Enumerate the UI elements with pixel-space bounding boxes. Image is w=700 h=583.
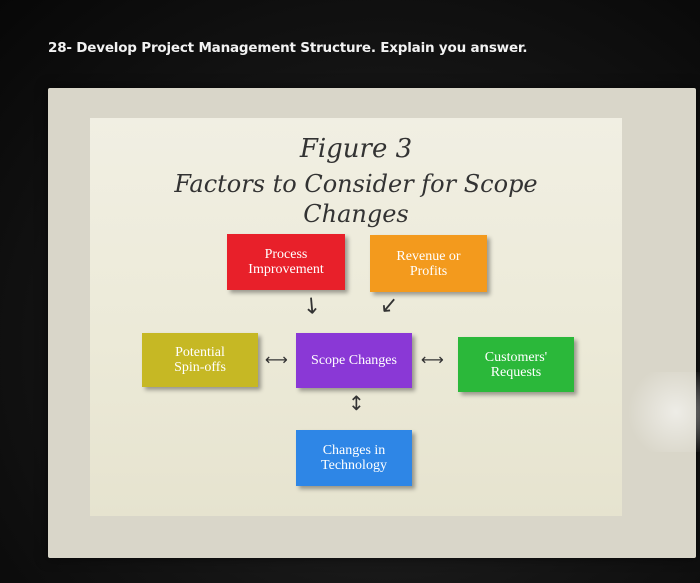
box-revenue-profits: Revenue or Profits [370,235,487,292]
figure-number: Figure 3 [299,134,413,164]
figure-title-line-2: Changes [303,200,409,228]
box-potential-spinoffs: Potential Spin-offs [142,333,258,387]
arrow-scope-technology: ↕ [348,391,365,415]
box-revenue-profits-label: Revenue or Profits [396,248,461,279]
box-process-improvement: Process Improvement [227,234,345,290]
arrow-potential-scope: ⟷ [265,350,288,369]
box-changes-technology: Changes in Technology [296,430,412,486]
box-customers-requests-label: Customers' Requests [484,349,548,380]
box-customers-requests: Customers' Requests [458,337,574,392]
box-potential-spinoffs-label: Potential Spin-offs [174,345,226,375]
arrow-scope-customers: ⟷ [421,350,444,369]
box-scope-changes-label: Scope Changes [311,353,397,368]
figure-title-line-1: Factors to Consider for Scope [174,170,538,198]
box-process-improvement-label: Process Improvement [248,247,324,277]
box-scope-changes: Scope Changes [296,333,412,388]
box-changes-technology-label: Changes in Technology [321,443,387,473]
arrow-revenue-to-scope: ↙ [378,292,400,319]
question-text: 28- Develop Project Management Structure… [48,40,528,56]
light-glare [620,372,700,452]
